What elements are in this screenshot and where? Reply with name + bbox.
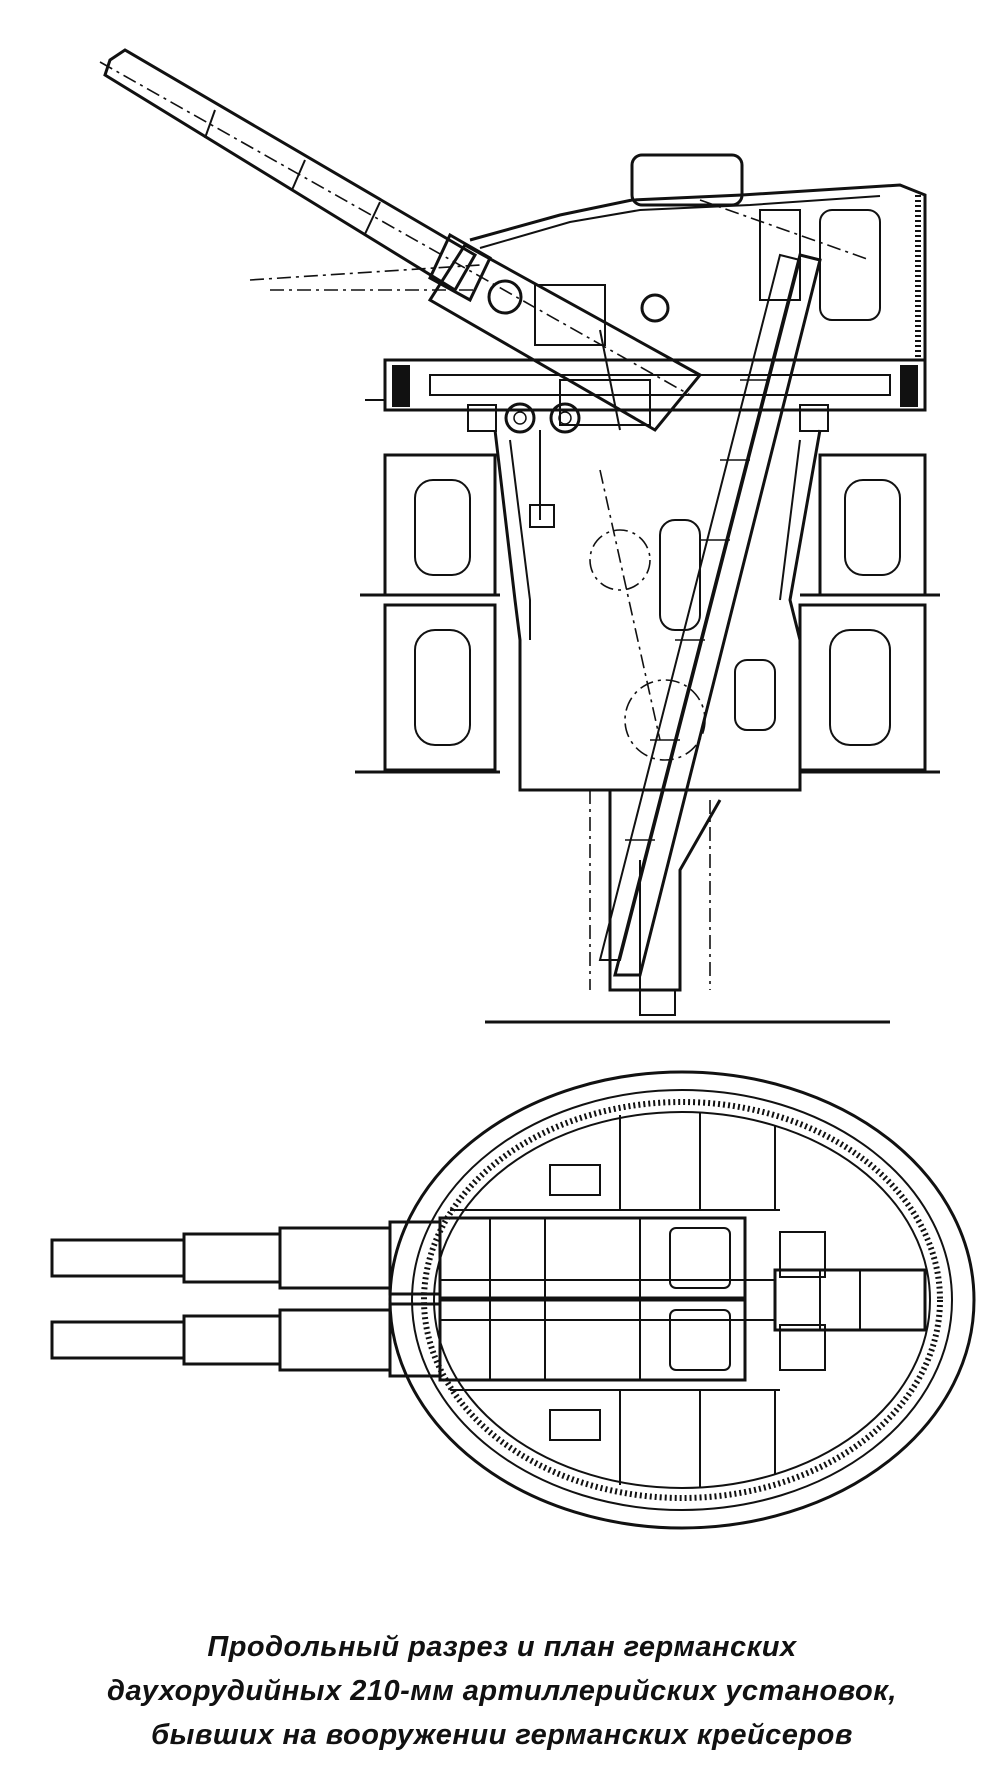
breech-mechanism [487,199,871,431]
caption-line-2: даухорудийных 210-мм артиллерийских уста… [107,1675,897,1707]
turret-plan-view [50,1070,976,1530]
pivot-column [485,790,890,1024]
lower-gun-barrel [50,1298,747,1382]
central-trunk [440,1268,927,1332]
turret-drawing [50,48,976,1530]
turret-section-elevation [99,48,940,1024]
turret-ring-base [383,358,927,528]
plan-frames [450,1112,826,1488]
caption-line-1: Продольный разрез и план германских [207,1631,797,1663]
barbette-compartments [355,399,940,774]
turret-ring-plan [388,1070,976,1530]
upper-gun-barrel [50,1216,747,1300]
figure-caption: Продольный разрез и план германских даух… [0,1625,1004,1757]
elevated-gun-barrel [99,48,703,432]
caption-line-3: бывших на вооружении германских крейсеро… [151,1719,853,1751]
